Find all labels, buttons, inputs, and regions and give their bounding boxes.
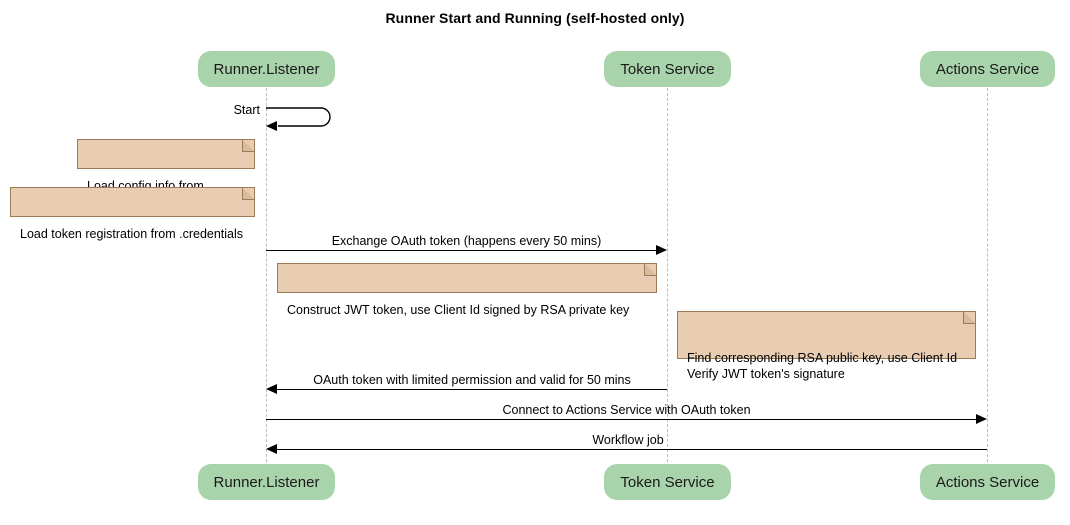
note-fold-icon [242, 187, 255, 200]
participant-token-service-top[interactable]: Token Service [604, 51, 731, 87]
participant-runner-listener-bottom[interactable]: Runner.Listener [198, 464, 335, 500]
self-loop-start [266, 105, 336, 129]
arrow-head-workflow-job [266, 444, 277, 454]
note-fold-icon [963, 311, 976, 324]
participant-runner-listener-top[interactable]: Runner.Listener [198, 51, 335, 87]
note-fold-icon [644, 263, 657, 276]
participant-label: Runner.Listener [213, 60, 320, 78]
message-label-connect-to-actions-service: Connect to Actions Service with OAuth to… [502, 403, 751, 417]
arrow-head-exchange-oauth-token [656, 245, 667, 255]
participant-token-service-bottom[interactable]: Token Service [604, 464, 731, 500]
self-loop-path-icon [266, 107, 331, 127]
message-line-oauth-token-returned [277, 389, 667, 390]
note-find-rsa-public-key: Find corresponding RSA public key, use C… [677, 311, 976, 381]
message-line-exchange-oauth-token [266, 250, 656, 251]
participant-actions-service-bottom[interactable]: Actions Service [920, 464, 1055, 500]
message-label-workflow-job: Workflow job [592, 433, 664, 447]
note-load-token-registration: Load token registration from .credential… [10, 187, 255, 241]
participant-label: Token Service [620, 473, 715, 491]
note-fold-icon [242, 139, 255, 152]
note-text: Load token registration from .credential… [20, 227, 244, 241]
diagram-title: Runner Start and Running (self-hosted on… [385, 10, 685, 26]
note-text: Construct JWT token, use Client Id signe… [287, 303, 630, 317]
note-load-config-info: Load config info from .runner [77, 139, 255, 209]
note-text: Find corresponding RSA public key, use C… [687, 351, 958, 381]
participant-label: Token Service [620, 60, 715, 78]
message-label-exchange-oauth-token: Exchange OAuth token (happens every 50 m… [331, 234, 602, 248]
participant-label: Actions Service [935, 473, 1040, 491]
message-label-start: Start [233, 103, 260, 117]
arrow-head-oauth-token-returned [266, 384, 277, 394]
lifeline-token [667, 88, 668, 462]
arrow-head-connect-to-actions-service [976, 414, 987, 424]
note-construct-jwt-token: Construct JWT token, use Client Id signe… [277, 263, 657, 317]
participant-label: Actions Service [935, 60, 1040, 78]
message-label-oauth-token-returned: OAuth token with limited permission and … [313, 373, 631, 387]
lifeline-actions [987, 88, 988, 462]
participant-label: Runner.Listener [213, 473, 320, 491]
participant-actions-service-top[interactable]: Actions Service [920, 51, 1055, 87]
message-line-workflow-job [277, 449, 987, 450]
lifeline-runner [266, 88, 267, 462]
message-line-connect-to-actions-service [266, 419, 976, 420]
arrow-head-start [266, 121, 277, 131]
